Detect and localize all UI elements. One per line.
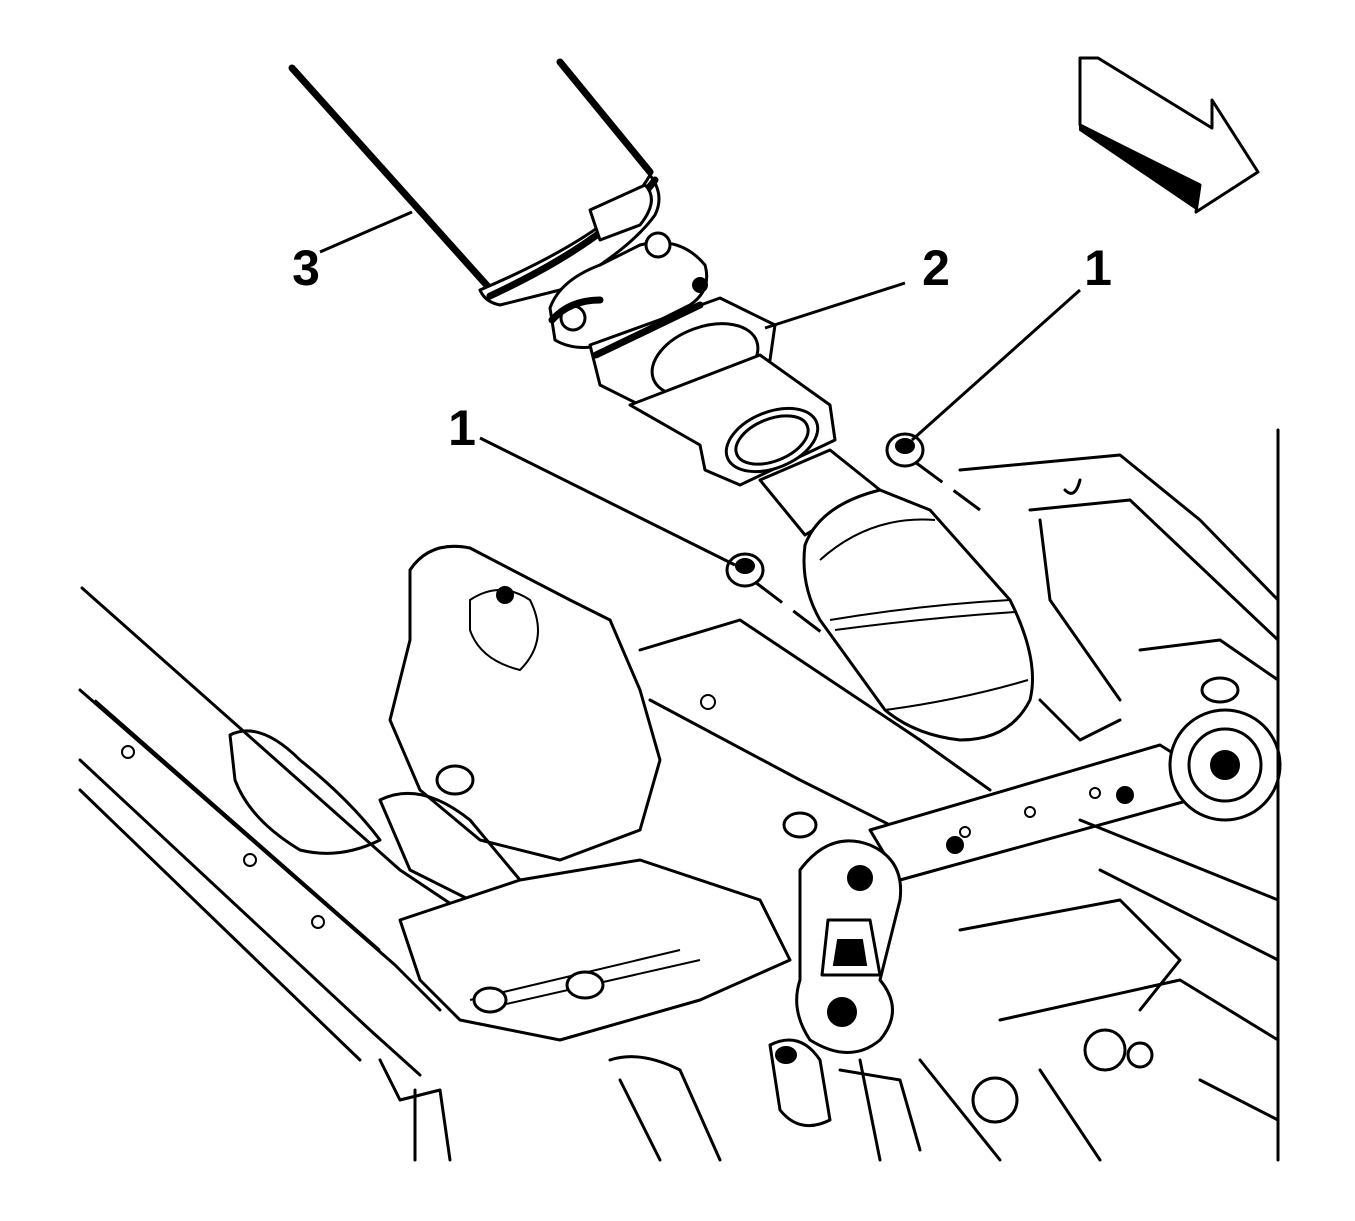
callout-label-2: 2 <box>922 240 950 296</box>
catalytic-converter <box>758 448 1122 742</box>
callout-label-1-left: 1 <box>448 400 476 456</box>
leader-3 <box>319 210 413 254</box>
stud-line-left <box>754 580 826 637</box>
callout-label-3: 3 <box>292 240 320 296</box>
leader-2 <box>764 281 906 330</box>
leader-1-right <box>911 288 1081 442</box>
flange-joint <box>548 231 837 487</box>
vehicle-underbody <box>78 453 1282 1162</box>
nut-right <box>885 432 925 468</box>
stud-line-right <box>914 460 981 512</box>
exhaust-pipe <box>288 58 661 307</box>
forward-arrow-icon <box>1078 56 1260 214</box>
callout-label-1-right: 1 <box>1084 240 1112 296</box>
leader-1-left <box>479 436 736 567</box>
nut-left <box>725 552 765 588</box>
